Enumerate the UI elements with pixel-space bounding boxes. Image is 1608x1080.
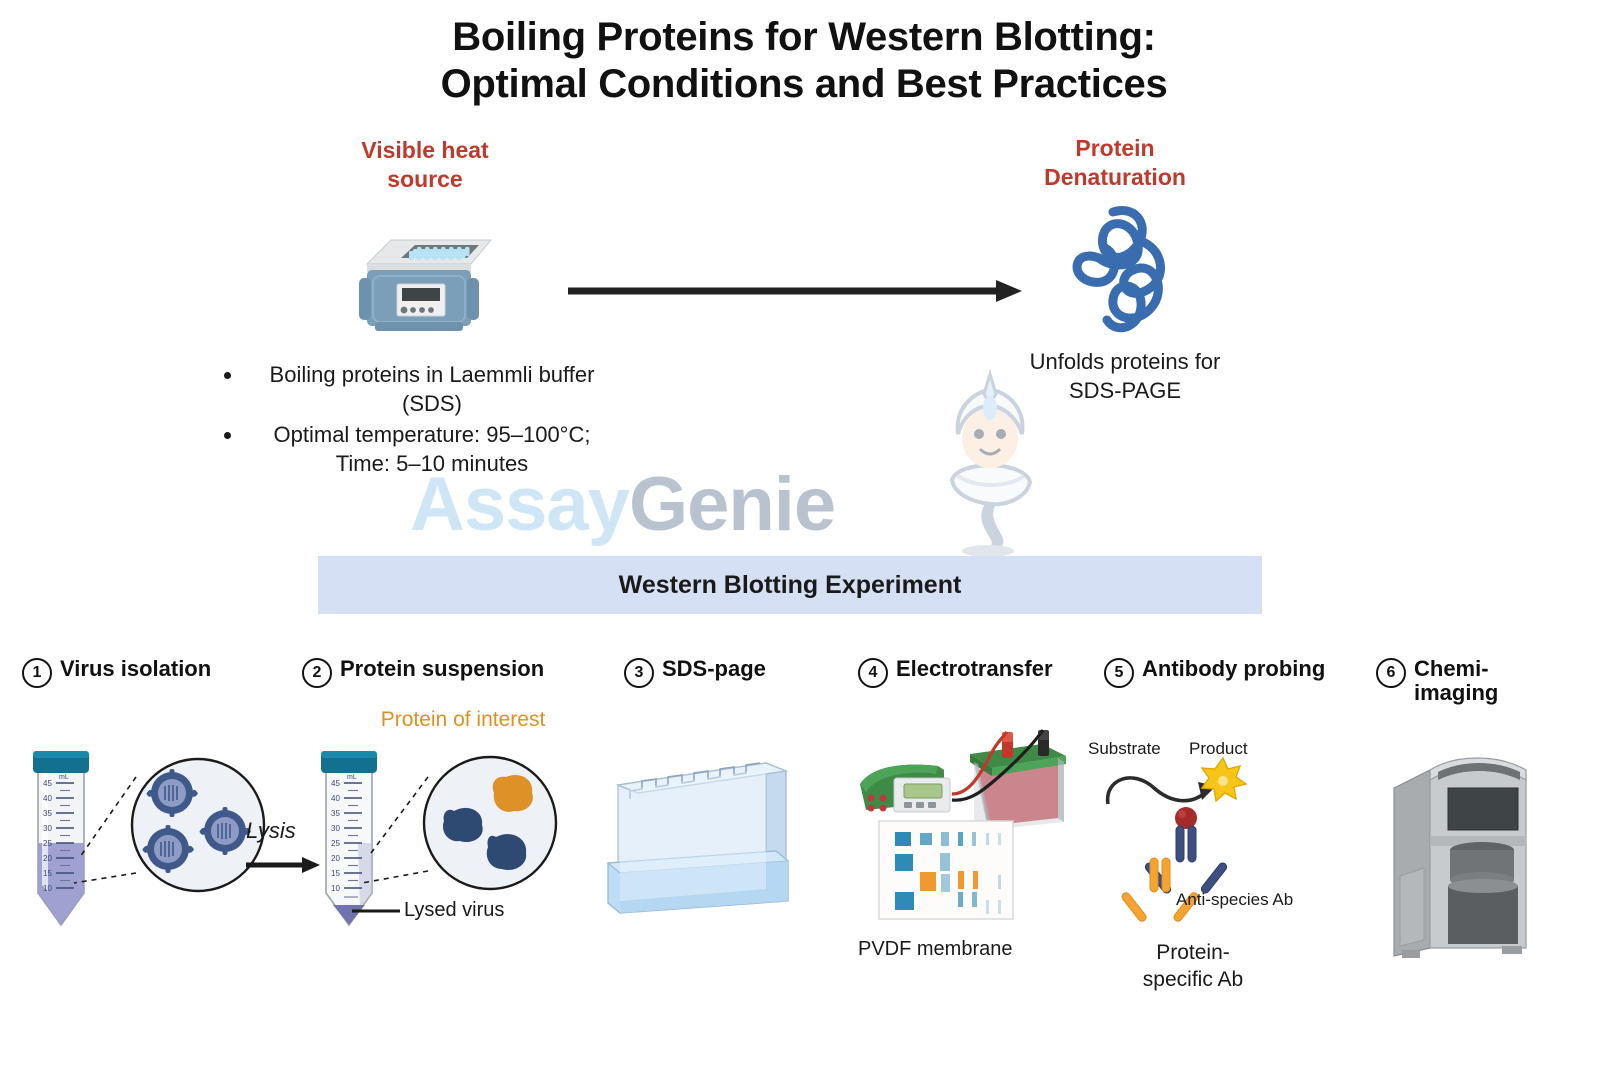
anti-species-ab-label: Anti-species Ab [1176,890,1294,909]
step-number-1: 1 [22,658,52,688]
watermark-text-genie: Genie [628,462,836,547]
svg-text:25: 25 [331,839,340,848]
protein-specific-ab-line1: Protein- [1156,941,1230,964]
svg-text:25: 25 [43,839,52,848]
step-number-4: 4 [858,658,888,688]
step-title-6-line1: Chemi- [1414,656,1489,681]
step-number-5: 5 [1104,658,1134,688]
genie-mascot-icon [928,368,1053,557]
watermark-text-assay: Assay [410,462,630,547]
pvdf-membrane-icon [878,820,1014,920]
step-number-6: 6 [1376,658,1406,688]
step-title-5: Antibody probing [1142,656,1326,681]
page-title: Boiling Proteins for Western Blotting: O… [0,14,1608,108]
protein-specific-ab-label: Protein- specific Ab [1118,940,1268,994]
svg-text:mL: mL [59,774,69,781]
product-star-icon [1200,756,1248,803]
svg-text:30: 30 [331,824,340,833]
page-title-line1: Boiling Proteins for Western Blotting: [452,15,1156,59]
denaturation-heading-line1: Protein [1075,135,1155,161]
svg-text:40: 40 [331,794,340,803]
process-arrow-icon [566,276,1026,306]
assaygenie-watermark: AssayGenie [410,455,1050,555]
unfolded-protein-icon [1055,196,1185,346]
svg-text:45: 45 [331,779,340,788]
step-header-5: 5 Antibody probing [1104,656,1326,688]
svg-text:20: 20 [331,854,340,863]
heat-bullet-1: Boiling proteins in Laemmli buffer (SDS) [244,360,620,418]
step-header-1: 1 Virus isolation [22,656,212,688]
lysis-label: Lysis [246,818,296,843]
page-title-line2: Optimal Conditions and Best Practices [440,62,1168,107]
step-number-3: 3 [624,658,654,688]
lysed-virus-label: Lysed virus [404,899,505,921]
svg-text:30: 30 [43,824,52,833]
denaturation-heading-line2: Denaturation [1044,164,1186,191]
heat-heading-line1: Visible heat [361,137,489,163]
unfold-caption-line1: Unfolds proteins for [1029,349,1221,374]
unfold-caption-line2: SDS-PAGE [1068,377,1182,403]
heat-source-bullet-list: Boiling proteins in Laemmli buffer (SDS)… [200,360,620,480]
pvdf-membrane-label: PVDF membrane [858,938,1013,960]
protein-of-interest-label: Protein of interest [380,708,546,731]
conical-tube-with-virus-icon: 45 40 35 30 25 20 15 10 mL [12,745,282,935]
step-title-1: Virus isolation [60,656,212,681]
visible-heat-source-heading: Visible heat source [285,136,565,195]
antibody-sandwich-icon [1110,802,1290,942]
step-header-3: 3 SDS-page [624,656,766,688]
svg-text:35: 35 [331,809,340,818]
step-title-3: SDS-page [662,656,766,681]
heat-bullet-2: Optimal temperature: 95–100°C; Time: 5–1… [244,420,620,478]
unfolds-proteins-caption: Unfolds proteins for SDS-PAGE [975,348,1275,405]
svg-text:45: 45 [43,779,52,788]
svg-text:35: 35 [43,809,52,818]
protein-denaturation-heading: Protein Denaturation [1000,134,1230,193]
gel-cassette-icon [598,735,798,915]
chemiluminescence-imager-icon [1386,750,1546,965]
step-header-4: 4 Electrotransfer [858,656,1053,688]
svg-text:15: 15 [43,869,52,878]
step-title-6: Chemi- imaging [1414,656,1499,706]
western-blotting-experiment-banner: Western Blotting Experiment [318,556,1262,614]
step-title-6-line2: imaging [1414,680,1499,706]
heat-heading-line2: source [387,166,463,193]
svg-text:mL: mL [347,774,357,781]
heat-block-icon [345,218,495,343]
step-title-2: Protein suspension [340,656,545,681]
step-title-4: Electrotransfer [896,656,1053,681]
lysed-virus-pointer-line [352,908,400,914]
power-supply-and-transfer-tank-icon [852,718,1072,833]
svg-text:40: 40 [43,794,52,803]
step-number-2: 2 [302,658,332,688]
step-header-2: 2 Protein suspension [302,656,545,688]
svg-text:15: 15 [331,869,340,878]
svg-text:20: 20 [43,854,52,863]
banner-label: Western Blotting Experiment [618,570,962,599]
product-label: Product [1189,739,1248,758]
svg-text:10: 10 [43,884,52,893]
step-header-6: 6 Chemi- imaging [1376,656,1499,706]
conical-tube-with-proteins-icon: 45 40 35 30 25 20 15 10 mL [300,745,570,945]
svg-text:10: 10 [331,884,340,893]
lysis-arrow-icon [244,855,322,875]
substrate-label: Substrate [1088,739,1161,758]
protein-specific-ab-line2: specific Ab [1142,967,1244,991]
